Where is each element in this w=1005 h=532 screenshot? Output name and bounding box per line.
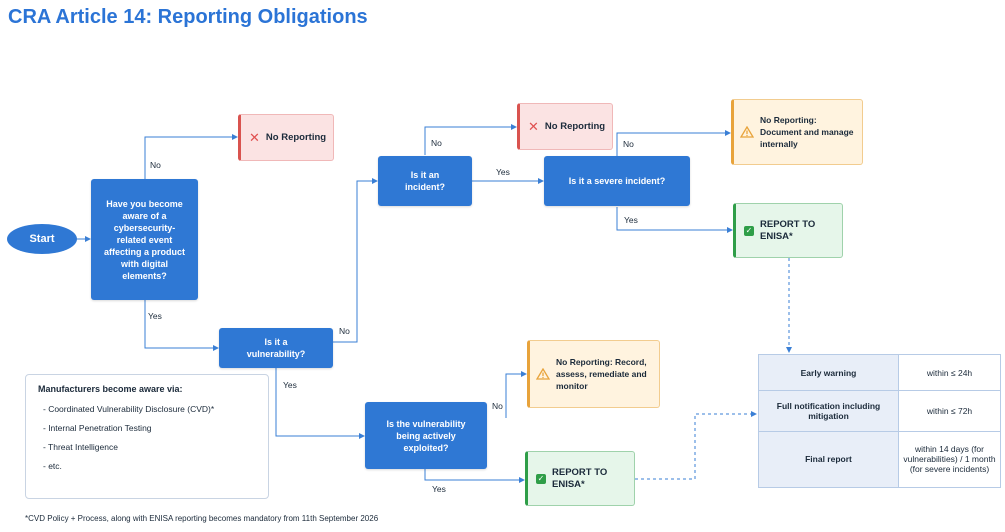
question-incident: Is it an incident? bbox=[378, 156, 472, 206]
report-to-enisa-vulnerability: ✓REPORT TO ENISA* bbox=[525, 451, 635, 506]
edge-label-aware-no: No bbox=[150, 160, 161, 170]
awareness-item: - Internal Penetration Testing bbox=[43, 423, 152, 433]
question-exploited: Is the vulnerability being actively expl… bbox=[365, 402, 487, 469]
edge-label-severe-no: No bbox=[623, 139, 634, 149]
checkmark-icon: ✓ bbox=[536, 473, 546, 484]
edge-label-aware-yes: Yes bbox=[148, 311, 162, 321]
timeline-stage: Final report bbox=[758, 430, 899, 489]
start-node: Start bbox=[7, 224, 77, 254]
awareness-item: - Threat Intelligence bbox=[43, 442, 118, 452]
table-row: Full notification including mitigation w… bbox=[758, 390, 1001, 432]
footnote: *CVD Policy + Process, along with ENISA … bbox=[25, 514, 379, 523]
report-to-enisa-incident: ✓REPORT TO ENISA* bbox=[733, 203, 843, 258]
edge-label-incident-yes: Yes bbox=[496, 167, 510, 177]
edge-label-vuln-yes: Yes bbox=[283, 380, 297, 390]
no-reporting-incident: ✕No Reporting bbox=[517, 103, 613, 150]
timeline-deadline: within ≤ 24h bbox=[898, 353, 1001, 392]
awareness-sources-box: Manufacturers become aware via: - Coordi… bbox=[25, 374, 269, 499]
table-row: Early warning within ≤ 24h bbox=[758, 353, 1001, 392]
timeline-stage: Early warning bbox=[758, 353, 899, 392]
edge-label-vuln-no: No bbox=[339, 326, 350, 336]
checkmark-icon: ✓ bbox=[744, 225, 754, 236]
table-row: Final report within 14 days (for vulnera… bbox=[758, 430, 1001, 489]
edge-label-exploited-no: No bbox=[492, 401, 503, 411]
warning-icon bbox=[536, 368, 550, 380]
page-title: CRA Article 14: Reporting Obligations bbox=[8, 6, 368, 28]
x-icon: ✕ bbox=[528, 118, 539, 134]
question-vulnerability: Is it a vulnerability? bbox=[219, 328, 333, 368]
reporting-timeline-table: Early warning within ≤ 24h Full notifica… bbox=[758, 353, 1001, 489]
edge-label-incident-no: No bbox=[431, 138, 442, 148]
timeline-deadline: within ≤ 72h bbox=[898, 390, 1001, 432]
edge-label-severe-yes: Yes bbox=[624, 215, 638, 225]
edge-label-exploited-yes: Yes bbox=[432, 484, 446, 494]
awareness-item: - etc. bbox=[43, 461, 62, 471]
timeline-stage: Full notification including mitigation bbox=[758, 390, 899, 432]
question-aware: Have you become aware of a cybersecurity… bbox=[91, 179, 198, 300]
warning-icon bbox=[740, 126, 754, 138]
no-reporting-record: No Reporting: Record, assess, remediate … bbox=[527, 340, 660, 408]
timeline-deadline: within 14 days (for vulnerabilities) / 1… bbox=[898, 430, 1001, 489]
awareness-heading: Manufacturers become aware via: bbox=[38, 384, 183, 394]
x-icon: ✕ bbox=[249, 129, 260, 145]
question-severe: Is it a severe incident? bbox=[544, 156, 690, 206]
no-reporting-document: No Reporting: Document and manage intern… bbox=[731, 99, 863, 165]
no-reporting-aware: ✕No Reporting bbox=[238, 114, 334, 161]
awareness-item: - Coordinated Vulnerability Disclosure (… bbox=[43, 404, 215, 414]
